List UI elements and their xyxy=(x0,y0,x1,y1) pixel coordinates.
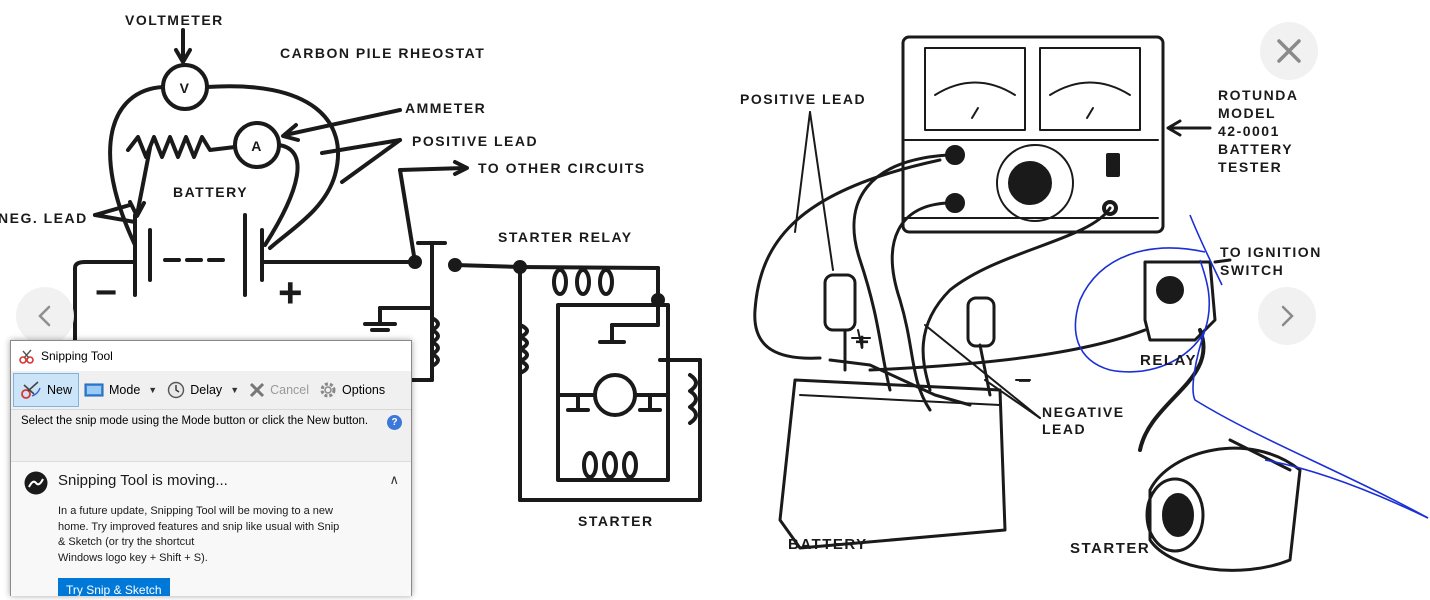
positive-lead-label-right: POSITIVE LEAD xyxy=(740,91,866,107)
cancel-button[interactable]: Cancel xyxy=(244,374,314,406)
options-label: Options xyxy=(342,383,386,397)
battery-label-left: BATTERY xyxy=(173,184,248,200)
tester-label-line-2: MODEL xyxy=(1218,105,1276,121)
delay-label: Delay xyxy=(190,383,223,397)
battery-label-right: BATTERY xyxy=(788,536,868,553)
moving-notice: Snipping Tool is moving... ∧ In a future… xyxy=(11,461,411,596)
close-button[interactable] xyxy=(1260,22,1318,80)
ignition-label-line-1: TO IGNITION xyxy=(1220,244,1322,260)
next-image-button[interactable] xyxy=(1258,287,1316,345)
hand-drawn-annotation xyxy=(1074,214,1429,519)
mode-icon xyxy=(84,383,104,397)
new-snip-icon xyxy=(21,381,41,399)
scissors-icon xyxy=(19,349,34,364)
window-title: Snipping Tool xyxy=(41,349,113,363)
try-snip-sketch-button[interactable]: Try Snip & Sketch xyxy=(58,578,170,596)
tester-label-line-5: TESTER xyxy=(1218,159,1282,175)
ignition-label-line-2: SWITCH xyxy=(1220,262,1284,278)
starter-label-right: STARTER xyxy=(1070,540,1150,557)
close-icon xyxy=(250,382,265,398)
chevron-up-icon[interactable]: ∧ xyxy=(389,472,399,487)
caret-down-icon: ▼ xyxy=(148,385,158,395)
chevron-right-icon xyxy=(1281,305,1294,327)
info-panel: Select the snip mode using the Mode butt… xyxy=(11,410,411,454)
new-button[interactable]: New xyxy=(13,373,80,407)
delay-button[interactable]: Delay ▼ xyxy=(162,374,244,406)
other-circuits-label: TO OTHER CIRCUITS xyxy=(478,160,646,176)
options-button[interactable]: Options xyxy=(314,374,390,406)
chevron-left-icon xyxy=(38,305,51,327)
toolbar: New Mode ▼ Delay ▼ Cancel xyxy=(11,371,411,410)
ammeter-symbol: A xyxy=(251,138,263,154)
voltmeter-symbol: V xyxy=(180,80,191,96)
snipping-tool-window: Snipping Tool New Mode ▼ Delay ▼ xyxy=(10,340,412,596)
clock-icon xyxy=(168,381,185,399)
title-bar[interactable]: Snipping Tool xyxy=(11,341,411,371)
mode-button[interactable]: Mode ▼ xyxy=(79,374,162,406)
minus-sign-left: − xyxy=(95,272,119,314)
info-text: Select the snip mode using the Mode butt… xyxy=(21,415,369,427)
gear-icon xyxy=(320,382,336,398)
voltmeter-label: VOLTMETER xyxy=(125,12,224,28)
new-label: New xyxy=(47,383,73,397)
plus-sign-left: + xyxy=(278,269,304,316)
starter-label-left: STARTER xyxy=(578,513,654,529)
positive-lead-label-left: POSITIVE LEAD xyxy=(412,133,538,149)
notice-heading: Snipping Tool is moving... xyxy=(58,472,228,489)
negative-lead-line-2: LEAD xyxy=(1042,421,1086,437)
snip-sketch-icon xyxy=(24,471,48,495)
neg-lead-label: NEG. LEAD xyxy=(0,210,88,226)
tester-label-line-3: 42-0001 xyxy=(1218,123,1280,139)
negative-lead-line-1: NEGATIVE xyxy=(1042,404,1125,420)
ammeter-label: AMMETER xyxy=(405,100,486,116)
notice-line: Windows logo key + Shift + S). xyxy=(58,551,208,564)
relay-label: RELAY xyxy=(1140,352,1197,369)
notice-body: In a future update, Snipping Tool will b… xyxy=(58,504,378,566)
tester-label-line-4: BATTERY xyxy=(1218,141,1293,157)
help-icon[interactable]: ? xyxy=(387,415,402,430)
minus-sign-right: − xyxy=(1018,368,1032,393)
notice-line: home. Try improved features and snip lik… xyxy=(58,520,340,533)
close-icon xyxy=(1277,39,1301,63)
previous-image-button[interactable] xyxy=(16,287,74,345)
notice-line: In a future update, Snipping Tool will b… xyxy=(58,505,333,517)
plus-sign-right: + xyxy=(855,329,871,356)
tester-label-line-1: ROTUNDA xyxy=(1218,87,1299,103)
starter-relay-label: STARTER RELAY xyxy=(498,229,633,245)
caret-down-icon: ▼ xyxy=(230,385,240,395)
mode-label: Mode xyxy=(109,383,141,397)
cancel-label: Cancel xyxy=(270,383,310,397)
rheostat-label: CARBON PILE RHEOSTAT xyxy=(280,45,485,61)
notice-line: & Sketch (or try the shortcut xyxy=(58,536,195,548)
